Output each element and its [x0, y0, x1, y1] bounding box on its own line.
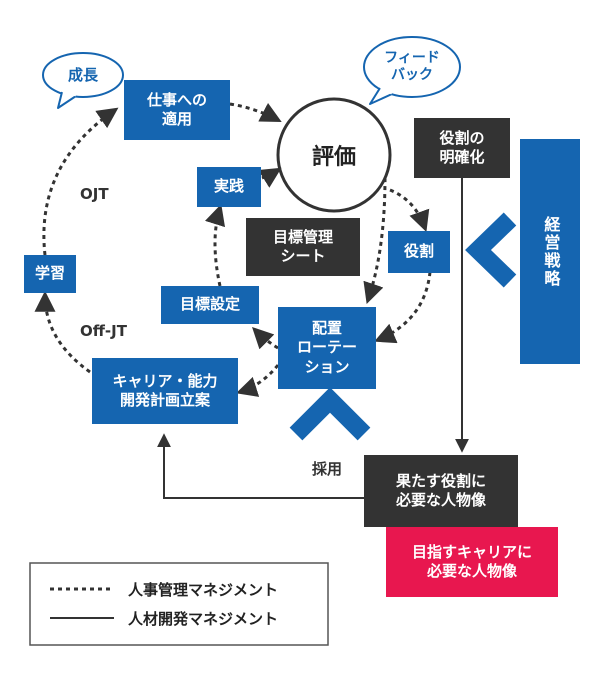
legend-dotted-label: 人事管理マネジメント: [128, 581, 279, 599]
feedback-bubble: フィード バック: [384, 49, 440, 84]
arrow-career-to-learning: [34, 290, 91, 374]
learning-box: 学習: [24, 255, 76, 293]
arrow-goal-setting-to-practice: [204, 203, 226, 287]
growth-bubble-shape: [42, 52, 124, 109]
arrow-evaluation-to-placement: [363, 177, 387, 304]
strategy-chevron: [465, 212, 517, 288]
required-person-box: 果たす役割に 必要な人物像: [364, 455, 518, 527]
legend-box: [29, 562, 329, 646]
target-person-box: 目指すキャリアに 必要な人物像: [386, 527, 558, 597]
placement-rotation-box: 配置 ローテー ション: [278, 307, 376, 389]
legend-solid-label: 人材開発マネジメント: [128, 610, 279, 628]
apply-to-work-box: 仕事への 適用: [124, 80, 230, 140]
growth-bubble: 成長: [67, 65, 98, 84]
arrow-apply-to-evaluation: [229, 102, 282, 122]
arrow-learning-to-apply: [42, 107, 119, 256]
management-strategy-box: 経営戦略: [520, 139, 580, 364]
ojt-label: OJT: [80, 185, 109, 203]
arrow-required-to-career: [157, 433, 364, 499]
goal-setting-box: 目標設定: [161, 286, 259, 324]
feedback-bubble-shape: [363, 36, 461, 105]
arrow-role-to-placement: [374, 271, 432, 344]
evaluation-circle: [276, 97, 392, 213]
off-jt-label: Off-JT: [80, 322, 127, 340]
hiring-label: 採用: [312, 460, 343, 478]
arrow-practice-to-evaluation: [258, 167, 282, 188]
practice-box: 実践: [197, 167, 261, 207]
career-plan-box: キャリア・能力 開発計画立案: [92, 358, 238, 424]
arrow-evaluation-to-role: [389, 188, 430, 232]
arrow-placement-to-goal-setting: [252, 327, 279, 350]
goal-management-sheet-box: 目標管理 シート: [246, 218, 360, 276]
evaluation-label: 評価: [311, 145, 356, 170]
role-clarification-box: 役割の 明確化: [414, 118, 510, 178]
role-box: 役割: [388, 231, 450, 273]
hiring-chevron: [289, 387, 371, 441]
arrow-placement-to-career: [235, 364, 280, 397]
